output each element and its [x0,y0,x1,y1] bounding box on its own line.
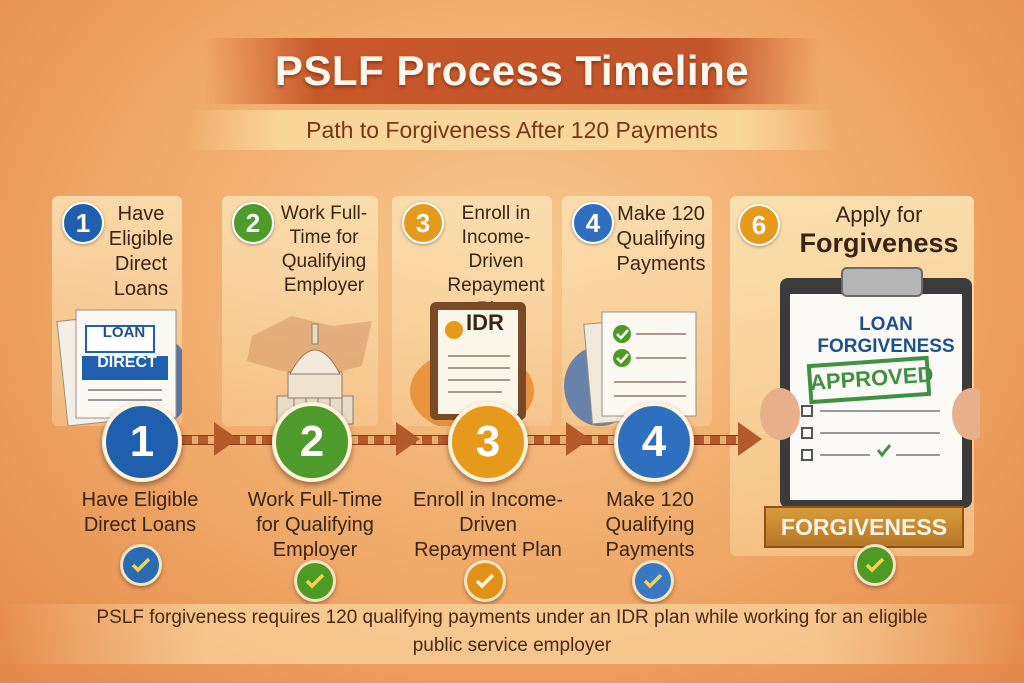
step-label-4: Make 120 Qualifying Payments [605,489,695,561]
check-icon [854,544,896,586]
check-icon [464,560,506,602]
step-label-3: Enroll in Income-Driven Repayment Plan [412,489,564,561]
step-card-3: 3 Enroll in Income-Driven Repayment Plan… [392,196,552,426]
arrow-icon [738,422,762,456]
step-header-4: Make 120 Qualifying Payments [616,203,706,275]
step-card-2: 2 Work Full-Time for Qualifying Employer [222,196,378,426]
arrow-icon [396,422,420,456]
doc-text-idr: IDR [466,310,504,335]
payment-documents-icon [564,311,697,426]
final-title-line2: Forgiveness [799,228,959,258]
step-badge-4: 4 [572,202,614,244]
timeline-node-3: 3 [448,402,528,482]
arrow-icon [214,422,238,456]
check-icon [294,560,336,602]
step-label-1: Have Eligible Direct Loans [81,489,199,536]
step-card-1: 1 Have Eligible Direct Loans LOAN DIRECT [52,196,182,426]
footer-note: PSLF forgiveness requires 120 qualifying… [0,604,1024,664]
step-header-3: Enroll in Income-Driven Repayment Plan [447,203,545,320]
final-title-line1: Apply for [835,202,923,227]
step-head-2: 2 Work Full-Time for Qualifying Employer [232,202,372,298]
step-head-4: 4 Make 120 Qualifying Payments [572,202,706,277]
clipboard-title-1: LOAN [859,314,913,335]
loan-document-icon [56,309,182,426]
page-title: PSLF Process Timeline [274,47,750,94]
final-step-title: Apply for Forgiveness [790,202,968,258]
step-badge-1: 1 [62,202,104,244]
step-badge-6: 6 [738,204,780,246]
timeline-node-1: 1 [102,402,182,482]
step-label-2: Work Full-Time for Qualifying Employer [247,489,383,561]
step-header-1: Have Eligible Direct Loans [108,203,174,300]
subtitle: Path to Forgiveness After 120 Payments [188,110,836,150]
step-badge-2: 2 [232,202,274,244]
clipboard-title-2: FORGIVENESS [817,336,955,357]
timeline-node-4: 4 [614,402,694,482]
step-badge-3: 3 [402,202,444,244]
footer-text: PSLF forgiveness requires 120 qualifying… [96,607,928,656]
check-icon [120,544,162,586]
clipboard-icon [760,267,980,508]
step-head-1: 1 Have Eligible Direct Loans [62,202,176,302]
doc-text-direct: DIRECT [97,354,157,371]
check-icon [632,560,674,602]
title-banner: PSLF Process Timeline [205,38,819,104]
doc-text-loan: LOAN [102,324,146,341]
forgiveness-banner: FORGIVENESS [764,506,964,548]
step-card-4: 4 Make 120 Qualifying Payments [562,196,712,426]
arrow-icon [566,422,590,456]
step-head-3: 3 Enroll in Income-Driven Repayment Plan [402,202,546,322]
final-step-card: 6 Apply for Forgiveness LOAN FORGIVENESS… [730,196,980,556]
timeline-node-2: 2 [272,402,352,482]
step-header-2: Work Full-Time for Qualifying Employer [280,203,368,296]
